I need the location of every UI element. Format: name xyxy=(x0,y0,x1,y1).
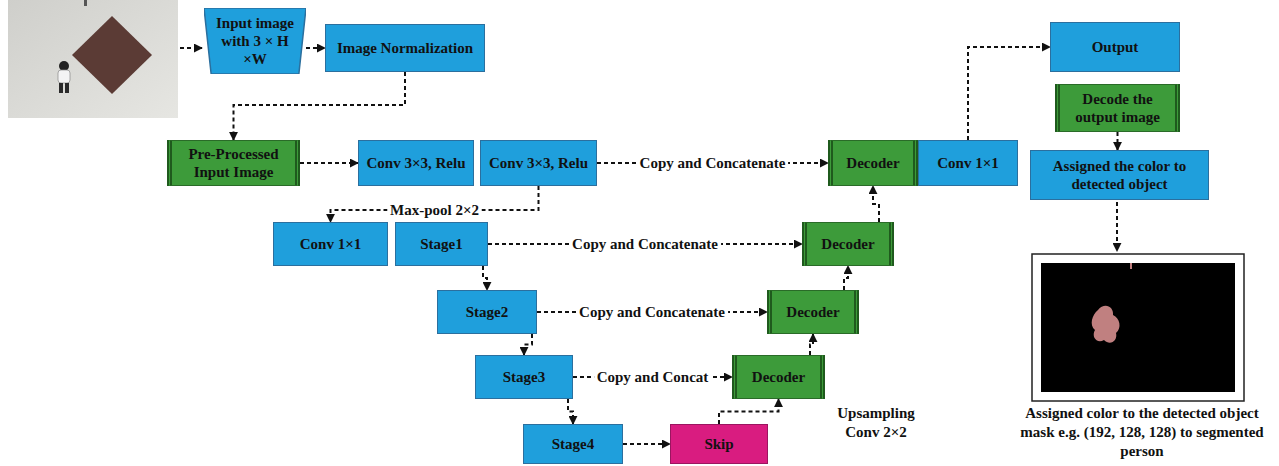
node-text: Image Normalization xyxy=(337,39,473,57)
annotation-text: Upsampling Conv 2×2 xyxy=(822,404,930,442)
dashed-connector xyxy=(300,162,358,164)
stage-box: Stage1 xyxy=(395,222,488,266)
skip-box: Skip xyxy=(670,424,768,464)
dashed-connector xyxy=(234,72,406,140)
node-text: Conv 1×1 xyxy=(300,235,361,253)
decoder-box: Decoder xyxy=(767,290,859,334)
caption-text: Assigned color to the detected object ma… xyxy=(1010,404,1274,460)
dashed-connector xyxy=(810,334,813,355)
edge-label: Max-pool 2×2 xyxy=(387,201,482,219)
edge-label: Copy and Concatenate xyxy=(576,303,728,321)
conv-box: Conv 3×3, Relu xyxy=(480,140,597,186)
input-box: Input image with 3 × H ×W xyxy=(204,8,306,74)
mask-arrow xyxy=(1116,202,1118,251)
dashed-connector xyxy=(968,47,1050,140)
dashed-connector xyxy=(483,266,487,290)
dashed-connector xyxy=(568,399,573,424)
node-text: Conv 3×3, Relu xyxy=(367,154,466,172)
node-text: Conv 1×1 xyxy=(937,154,998,172)
dashed-connector xyxy=(873,186,879,222)
dashed-connector xyxy=(623,443,670,445)
node-text: Pre-Processed Input Image xyxy=(178,145,289,181)
decoder-box: Decoder xyxy=(802,222,894,266)
node-text: Stage1 xyxy=(420,235,463,253)
node-text: Assigned the color to detected object xyxy=(1037,157,1202,193)
node-text: Decoder xyxy=(752,368,805,386)
edge-label: Copy and Concatenate xyxy=(637,154,789,172)
decode-box: Decode the output image xyxy=(1055,84,1180,132)
dashed-connector xyxy=(719,399,779,424)
node-text: Stage3 xyxy=(503,368,546,386)
edge-label: Copy and Concatenate xyxy=(569,235,721,253)
dashed-connector xyxy=(524,334,532,355)
dashed-connector xyxy=(1117,132,1119,150)
node-text: Decode the output image xyxy=(1066,90,1169,126)
decoder-box: Decoder xyxy=(732,355,825,399)
node-text: Decoder xyxy=(821,235,874,253)
preprocess-box: Pre-Processed Input Image xyxy=(167,140,300,186)
process-box: Assigned the color to detected object xyxy=(1030,150,1209,200)
conv-box: Conv 1×1 xyxy=(273,222,388,266)
stage-box: Stage3 xyxy=(475,355,573,399)
dashed-connector xyxy=(306,47,325,49)
node-text: Conv 3×3, Relu xyxy=(489,154,588,172)
node-text: Stage4 xyxy=(552,435,595,453)
node-text: Stage2 xyxy=(466,303,509,321)
input-photo xyxy=(8,0,178,118)
dashed-connector xyxy=(844,266,848,290)
conv-box: Conv 3×3, Relu xyxy=(358,140,474,186)
stage-box: Stage4 xyxy=(523,424,623,464)
decoder-box: Decoder xyxy=(828,140,918,186)
node-text: Input image with 3 × H ×W xyxy=(214,14,296,68)
node-text: Output xyxy=(1092,38,1139,56)
node-text: Decoder xyxy=(846,154,899,172)
process-box: Image Normalization xyxy=(325,24,485,72)
mask-image xyxy=(1032,254,1244,401)
conv-box: Conv 1×1 xyxy=(918,140,1018,186)
output-box: Output xyxy=(1050,22,1180,72)
node-text: Decoder xyxy=(786,303,839,321)
photo-arrow xyxy=(180,47,202,49)
edge-label: Copy and Concat xyxy=(594,368,712,386)
dashed-connector xyxy=(331,186,539,222)
stage-box: Stage2 xyxy=(437,290,537,334)
node-text: Skip xyxy=(704,435,733,453)
